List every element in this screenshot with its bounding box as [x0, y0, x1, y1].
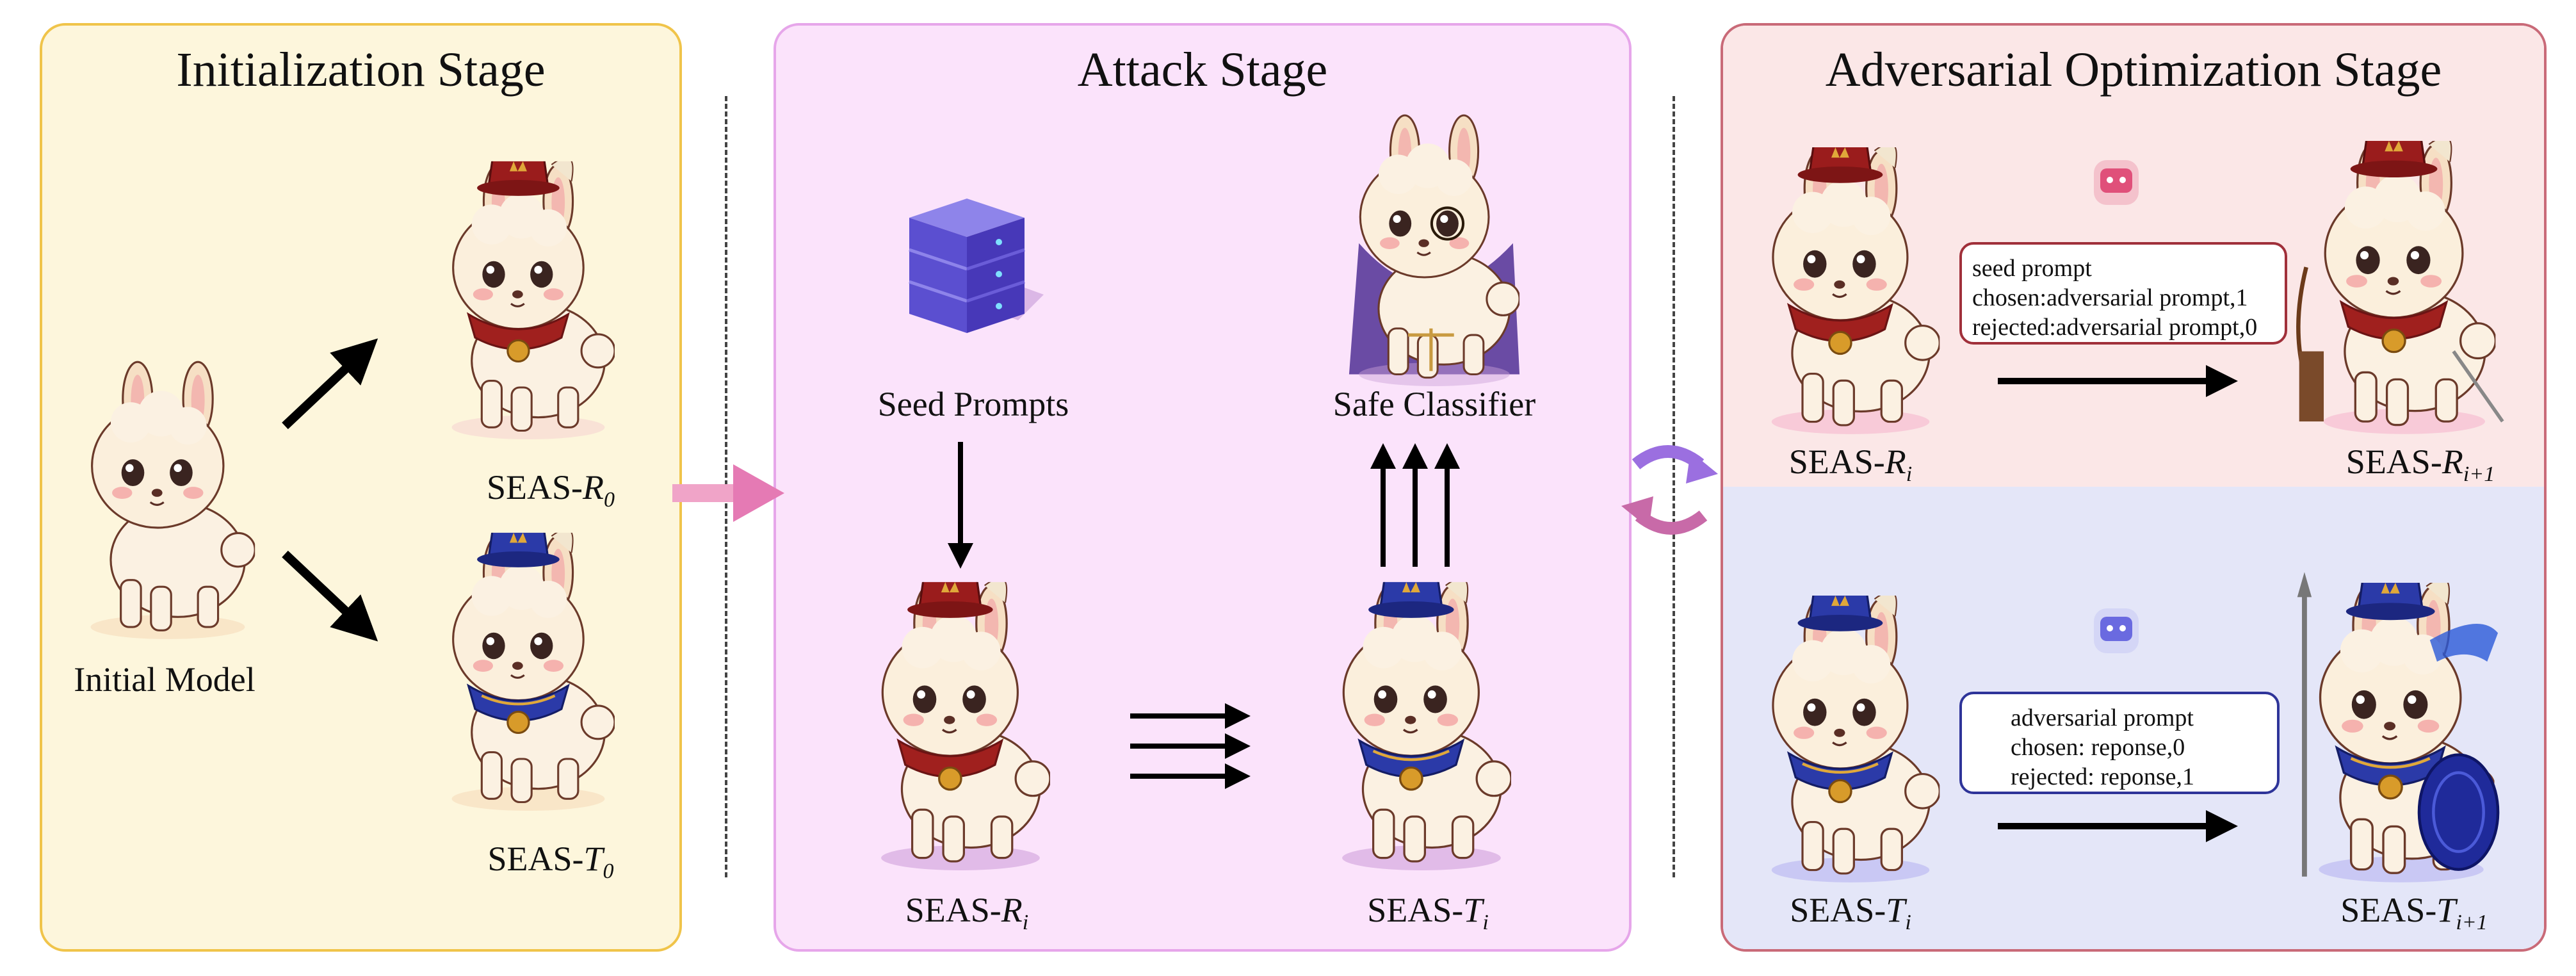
seas-r0-alpaca-icon — [442, 154, 615, 448]
initial-model-label: Initial Model — [74, 660, 255, 699]
seas-ri1-label: SEAS-Ri+1 — [2345, 443, 2495, 486]
seas-ti-adv-alpaca-icon — [1758, 596, 1943, 884]
triple-arrow-red-to-target — [1130, 703, 1251, 789]
blue-pair-chosen: chosen: reponse,0 — [2011, 734, 2185, 761]
adversarial-stage-title: Adversarial Optimization Stage — [1825, 43, 2442, 97]
seas-t0-alpaca-icon — [442, 525, 615, 820]
seas-ti-attack-alpaca-icon — [1332, 576, 1511, 877]
seas-ti-attack-label: SEAS-Ti — [1367, 891, 1489, 934]
seas-ri-attack-alpaca-icon — [871, 576, 1050, 877]
stage-transition-arrow — [672, 464, 784, 522]
blue-pair-rejected: rejected: reponse,1 — [2011, 763, 2194, 790]
seas-ri-attack-label: SEAS-Ri — [905, 891, 1029, 934]
seas-ri1-alpaca-icon — [2296, 141, 2504, 435]
red-chat-bot-icon — [2094, 160, 2139, 205]
seas-ti-adv-label: SEAS-Ti — [1790, 891, 1911, 934]
red-pair-seed: seed prompt — [1972, 255, 2092, 282]
initialization-stage-title: Initialization Stage — [176, 43, 546, 97]
seas-ti1-alpaca-icon — [2297, 583, 2500, 884]
arrow-to-target-model — [282, 550, 378, 642]
red-pair-chosen: chosen:adversarial prompt,1 — [1972, 284, 2248, 311]
separator-line — [1673, 96, 1675, 877]
arrow-red-optimization — [1998, 365, 2238, 397]
seed-prompts-database-icon — [909, 199, 1044, 333]
safe-classifier-label: Safe Classifier — [1333, 385, 1536, 423]
red-preference-pair-box: seed prompt chosen:adversarial prompt,1 … — [1959, 242, 2287, 345]
triple-arrow-to-classifier — [1370, 443, 1460, 567]
initial-model-alpaca-icon — [72, 359, 264, 640]
red-pair-rejected: rejected:adversarial prompt,0 — [1972, 314, 2258, 341]
seed-prompts-label: Seed Prompts — [877, 385, 1069, 423]
seas-ri-adv-alpaca-icon — [1758, 147, 1943, 435]
blue-preference-pair-box: adversarial prompt chosen: reponse,0 rej… — [1959, 692, 2280, 794]
cycle-icon — [1621, 445, 1718, 535]
blue-chat-bot-icon — [2094, 608, 2139, 653]
seas-ti1-label: SEAS-Ti+1 — [2340, 891, 2488, 934]
arrow-seed-to-red — [948, 442, 973, 569]
blue-pair-adversarial: adversarial prompt — [2011, 704, 2194, 731]
arrow-target-optimization — [1998, 810, 2238, 842]
seas-t0-label: SEAS-T0 — [487, 840, 614, 883]
safe-classifier-alpaca-icon — [1349, 112, 1543, 387]
arrow-to-red-model — [282, 338, 378, 430]
seas-r0-label: SEAS-R0 — [486, 468, 615, 512]
attack-stage-title: Attack Stage — [1077, 43, 1328, 97]
seas-ri-adv-label: SEAS-Ri — [1788, 443, 1913, 486]
